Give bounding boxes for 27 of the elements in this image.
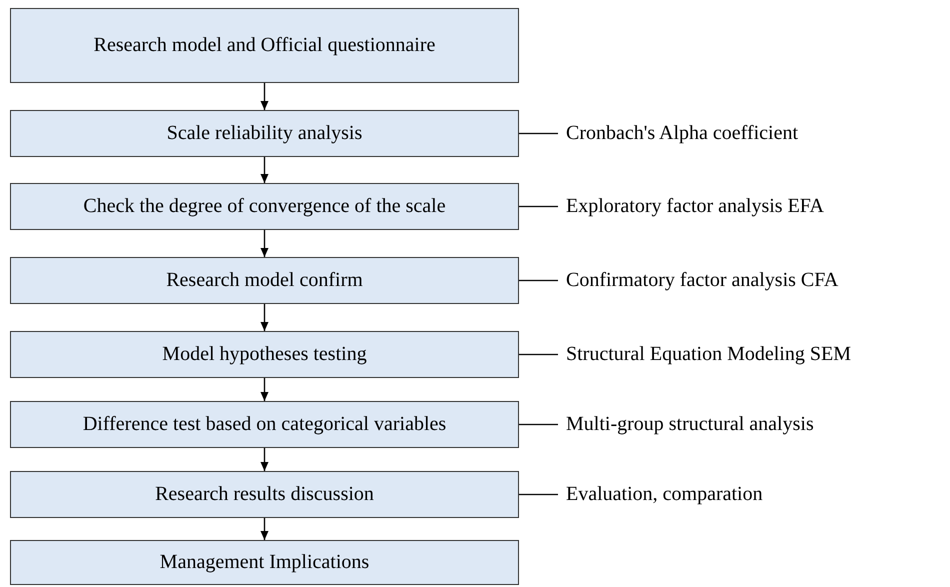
arrow [260, 304, 268, 331]
method-label: Cronbach's Alpha coefficient [566, 110, 798, 157]
arrow [260, 518, 268, 540]
method-label: Exploratory factor analysis EFA [566, 183, 824, 230]
arrow [260, 83, 268, 110]
process-box: Management Implications [10, 540, 519, 585]
connector-line [519, 206, 558, 208]
method-label: Multi-group structural analysis [566, 401, 814, 448]
arrow [260, 448, 268, 471]
method-label: Structural Equation Modeling SEM [566, 331, 851, 378]
connector-line [519, 280, 558, 282]
method-label: Evaluation, comparation [566, 471, 763, 518]
arrow [260, 157, 268, 183]
process-box: Research model and Official questionnaire [10, 8, 519, 83]
arrow [260, 230, 268, 257]
process-box: Check the degree of convergence of the scale [10, 183, 519, 230]
process-box: Model hypotheses testing [10, 331, 519, 378]
method-label: Confirmatory factor analysis CFA [566, 257, 838, 304]
process-box: Research results discussion [10, 471, 519, 518]
arrow [260, 378, 268, 401]
connector-line [519, 424, 558, 426]
connector-line [519, 132, 558, 134]
process-box: Difference test based on categorical variables [10, 401, 519, 448]
process-box: Research model confirm [10, 257, 519, 304]
connector-line [519, 354, 558, 356]
connector-line [519, 494, 558, 496]
process-box: Scale reliability analysis [10, 110, 519, 157]
